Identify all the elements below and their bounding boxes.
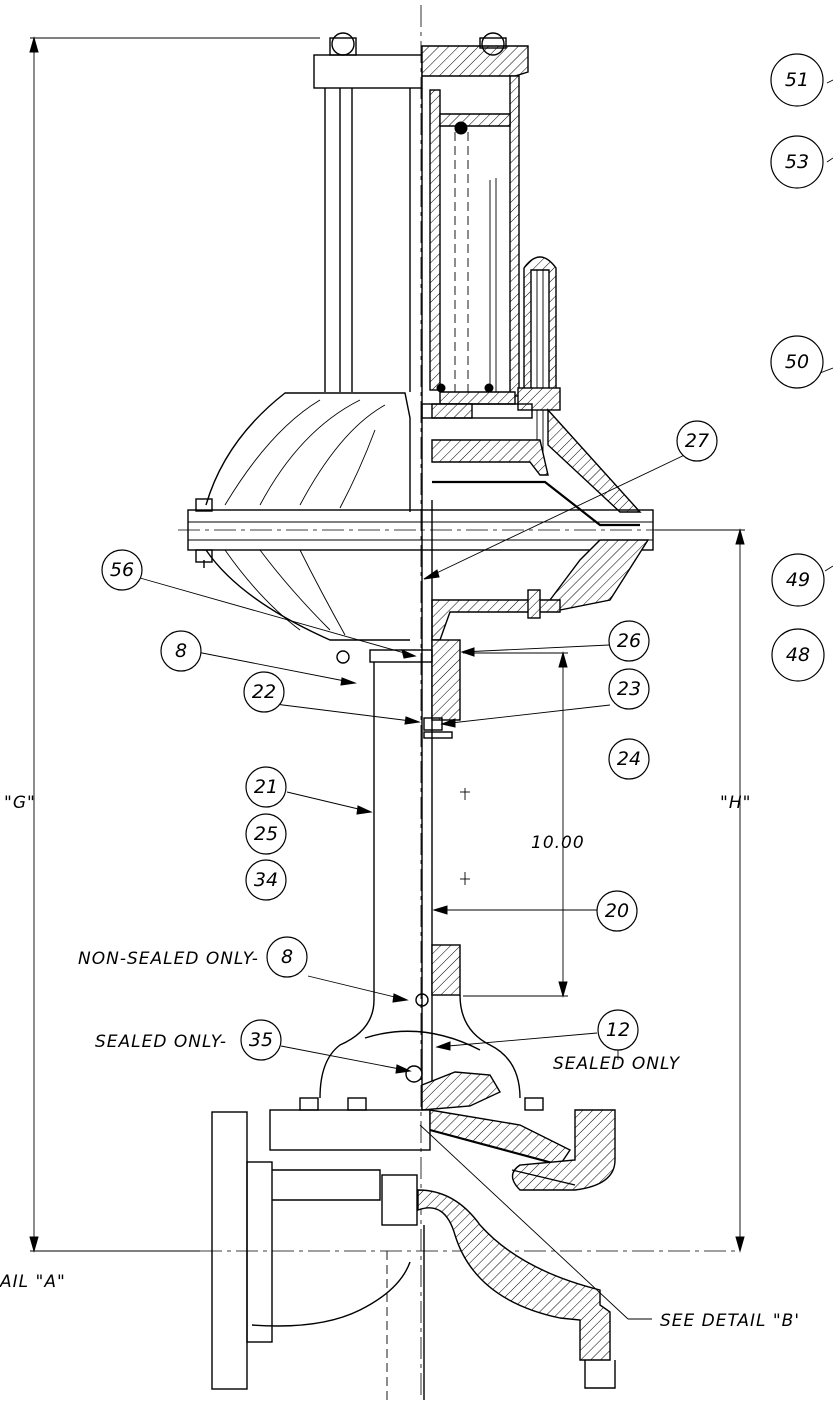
sealed-only-note: SEALED ONLY bbox=[553, 1054, 681, 1074]
balloon-12: 12 bbox=[597, 1009, 639, 1051]
balloon-53-label: 53 bbox=[785, 151, 809, 173]
balloon-27-label: 27 bbox=[685, 430, 709, 452]
dimensions bbox=[29, 36, 745, 1253]
balloon-35: 35 bbox=[240, 1019, 282, 1061]
balloon-24-label: 24 bbox=[617, 748, 641, 770]
detail-a-label: AIL "A" bbox=[0, 1272, 66, 1292]
stem-yoke bbox=[319, 88, 521, 1111]
balloon-26: 26 bbox=[608, 620, 650, 662]
balloon-48-label: 48 bbox=[786, 644, 810, 666]
balloon-12-label: 12 bbox=[606, 1019, 630, 1041]
balloon-22: 22 bbox=[243, 671, 285, 713]
balloon-8-bottom: 8 bbox=[266, 936, 308, 978]
balloon-21-label: 21 bbox=[254, 776, 278, 798]
actuator-housing bbox=[187, 392, 654, 641]
balloon-26-label: 26 bbox=[617, 630, 641, 652]
balloon-51: 51 bbox=[770, 53, 824, 107]
balloon-8-bottom-label: 8 bbox=[281, 946, 293, 968]
balloon-53: 53 bbox=[770, 135, 824, 189]
balloon-8-top: 8 bbox=[160, 630, 202, 672]
balloon-34: 34 bbox=[245, 859, 287, 901]
leader-lines bbox=[139, 79, 833, 1320]
balloon-34-label: 34 bbox=[254, 869, 278, 891]
balloon-22-label: 22 bbox=[252, 681, 276, 703]
balloon-50-label: 50 bbox=[785, 351, 809, 373]
dimension-10-label: 10.00 bbox=[531, 833, 585, 853]
balloon-25: 25 bbox=[245, 813, 287, 855]
balloon-20-label: 20 bbox=[605, 900, 629, 922]
balloon-50: 50 bbox=[770, 335, 824, 389]
balloon-49-label: 49 bbox=[786, 569, 810, 591]
balloon-23: 23 bbox=[608, 668, 650, 710]
balloon-21: 21 bbox=[245, 766, 287, 808]
valve-body bbox=[211, 1097, 616, 1400]
balloon-25-label: 25 bbox=[254, 823, 278, 845]
balloon-23-label: 23 bbox=[617, 678, 641, 700]
balloon-35-label: 35 bbox=[249, 1029, 273, 1051]
sealed-only-label: SEALED ONLY- bbox=[95, 1032, 227, 1052]
see-detail-b-label: SEE DETAIL "B' bbox=[660, 1311, 800, 1331]
balloon-27: 27 bbox=[676, 420, 718, 462]
balloon-49: 49 bbox=[771, 553, 825, 607]
balloon-56: 56 bbox=[101, 549, 143, 591]
balloon-56-label: 56 bbox=[110, 559, 134, 581]
balloon-20: 20 bbox=[596, 890, 638, 932]
dimension-h-label: "H" bbox=[720, 793, 751, 813]
balloon-8-top-label: 8 bbox=[175, 640, 187, 662]
balloon-51-label: 51 bbox=[785, 69, 809, 91]
balloon-24: 24 bbox=[608, 738, 650, 780]
dimension-g-label: "G" bbox=[4, 793, 36, 813]
non-sealed-only-label: NON-SEALED ONLY- bbox=[78, 949, 259, 969]
balloon-48: 48 bbox=[771, 628, 825, 682]
actuator-cylinder bbox=[313, 32, 561, 470]
